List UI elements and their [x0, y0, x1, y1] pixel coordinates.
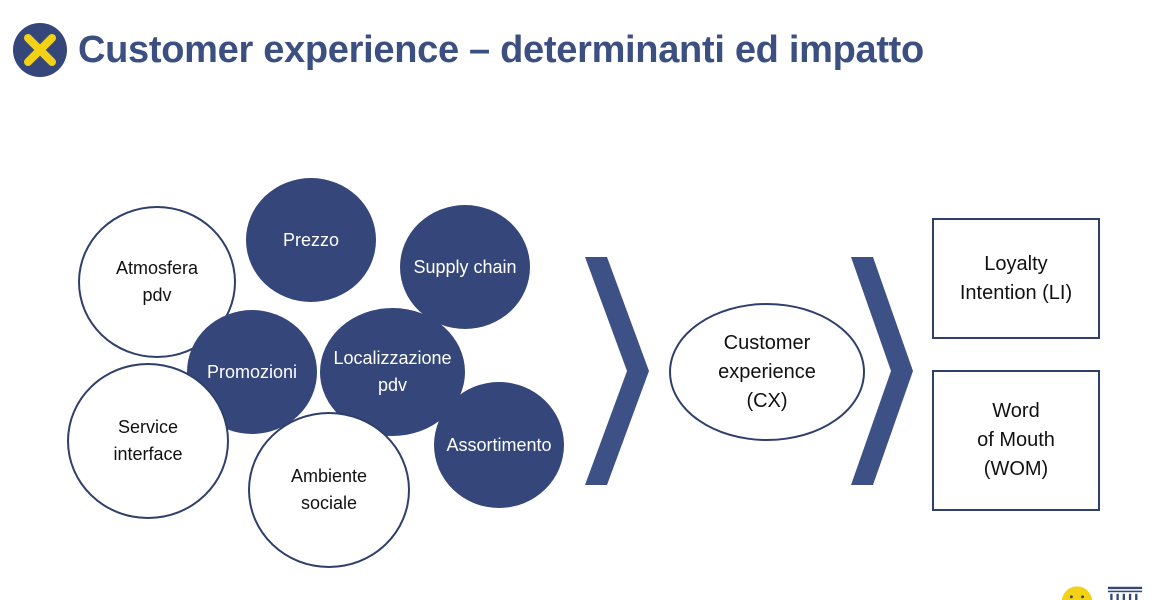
chevron-right-icon: [851, 257, 913, 485]
outcome-loyalty-intention: Loyalty Intention (LI): [932, 218, 1100, 339]
outcome-word-of-mouth: Word of Mouth (WOM): [932, 370, 1100, 511]
chevron-right-icon: [585, 257, 649, 485]
bubble-localizzazione-pdv: Localizzazione pdv: [320, 308, 465, 436]
title-row: Customer experience – determinanti ed im…: [12, 22, 924, 78]
customer-experience-node: Customer experience (CX): [669, 303, 865, 441]
close-x-icon: [13, 23, 67, 77]
bubble-prezzo: Prezzo: [246, 178, 376, 302]
bubble-assortimento: Assortimento: [434, 382, 564, 508]
building-logo-icon: [1107, 586, 1143, 600]
smiley-logo-icon: [1061, 586, 1093, 600]
bubble-supply-chain: Supply chain: [400, 205, 530, 329]
page-title: Customer experience – determinanti ed im…: [78, 28, 924, 71]
bubble-service-interface: Service interface: [67, 363, 229, 519]
bubble-ambiente-sociale: Ambiente sociale: [248, 412, 410, 568]
